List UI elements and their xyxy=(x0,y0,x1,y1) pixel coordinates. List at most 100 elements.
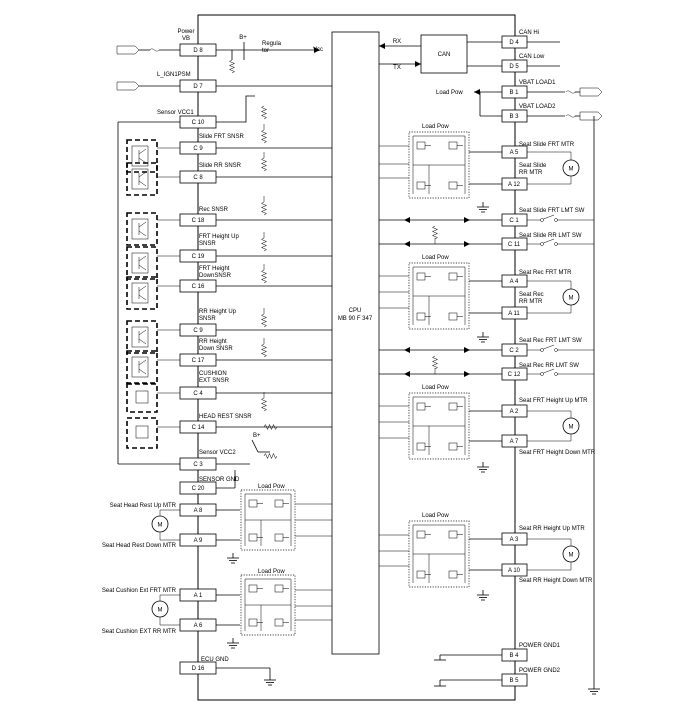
slide-frt-snsr-label: Slide FRT SNSR xyxy=(199,134,244,140)
motor-icon: M xyxy=(569,166,574,172)
motor-lead xyxy=(527,176,572,185)
arrow-left-icon xyxy=(404,347,410,353)
power-connector-icon xyxy=(116,45,140,55)
sensor-vcc1-label: Sensor VCC1 xyxy=(157,110,194,116)
pin-left-label: C 4 xyxy=(193,391,203,397)
motor-icon: M xyxy=(569,424,574,430)
fuse-icon xyxy=(565,90,576,94)
mosfet-icon xyxy=(274,618,284,627)
arrow-right-icon xyxy=(464,241,470,247)
arrow-left-icon xyxy=(404,371,410,377)
load-pow-label: Load Pow xyxy=(422,385,449,391)
vbat-load2-label: VBAT LOAD2 xyxy=(519,104,556,110)
slide-sensor-module xyxy=(126,139,158,173)
motor-icon: M xyxy=(158,522,163,528)
arrow-left-icon xyxy=(404,241,410,247)
motor-lead xyxy=(527,280,572,289)
frt-height-sensor-module xyxy=(126,276,158,310)
pin-right-label: B 5 xyxy=(509,678,519,684)
resistor-icon xyxy=(260,237,268,252)
motor-h-bridge xyxy=(408,392,470,460)
transistor-icon xyxy=(138,264,147,271)
mosfet-icon xyxy=(448,312,458,321)
slide-rr-snsr-label: Slide RR SNSR xyxy=(199,163,242,169)
resistor-icon xyxy=(263,452,278,460)
can-low-label: CAN Low xyxy=(519,54,545,60)
mosfet-icon xyxy=(448,442,458,451)
resistor-icon xyxy=(260,269,268,284)
cushion-sensor-module xyxy=(126,383,158,413)
transistor-icon xyxy=(138,180,147,187)
power-gnd2-label: POWER GND2 xyxy=(519,668,561,674)
mosfet-icon xyxy=(274,584,284,593)
transistor-icon xyxy=(138,221,147,228)
mosfet-icon xyxy=(248,618,258,627)
head-rest-snsr-label: HEAD REST SNSR xyxy=(199,414,252,420)
pin-right-label: A 5 xyxy=(510,150,519,156)
rr-height-down-mtr-label: Seat RR Height Down MTR xyxy=(519,578,593,584)
pin-right-label: A 3 xyxy=(510,537,519,543)
motor-icon: M xyxy=(569,295,574,301)
mosfet-icon xyxy=(274,499,284,508)
pin-left-label: A 1 xyxy=(194,593,203,599)
mosfet-icon xyxy=(416,312,426,321)
pin-left-label: C 18 xyxy=(192,218,205,224)
pin-left-label: A 6 xyxy=(194,623,203,629)
mosfet-icon xyxy=(448,141,458,150)
slide-frt-lmt-sw-label: Seat Slide FRT LMT SW xyxy=(519,208,585,214)
transistor-icon xyxy=(138,329,147,336)
resistor-icon xyxy=(260,343,268,358)
rec-rr-lmt-sw-label: Seat Rec RR LMT SW xyxy=(519,363,579,369)
motor-lead xyxy=(527,305,572,314)
can-label: CAN xyxy=(438,52,451,58)
rec-frt-mtr-label: Seat Rec FRT MTR xyxy=(519,270,572,276)
load-pow-label: Load Pow xyxy=(422,513,449,519)
load-pow-label: Load Pow xyxy=(422,124,449,130)
resistor-icon xyxy=(260,201,268,216)
mosfet-icon xyxy=(448,181,458,190)
slide-rr-lmt-sw-label: Seat Slide RR LMT SW xyxy=(519,233,582,239)
pin-right-label: C 12 xyxy=(508,372,521,378)
cpu-name: CPU xyxy=(349,308,362,314)
resistor-icon xyxy=(260,397,268,412)
load-pow-label: Load Pow xyxy=(436,90,463,96)
rr-height-sensor-module xyxy=(126,350,158,384)
pin-right-label: A 10 xyxy=(508,568,521,574)
slide-sensor-module xyxy=(126,162,158,196)
frt-height-sensor-module xyxy=(126,246,158,280)
resistor-icon xyxy=(260,157,268,172)
rec-rr-lmt-sw-icon xyxy=(543,368,555,374)
mosfet-icon xyxy=(448,402,458,411)
pin-left-label: C 16 xyxy=(192,284,205,290)
pin-left-label: C 9 xyxy=(193,146,203,152)
pin-right-label: A 2 xyxy=(510,409,519,415)
transistor-icon xyxy=(138,359,147,366)
mosfet-icon xyxy=(416,402,426,411)
rec-frt-lmt-sw-icon xyxy=(540,348,544,352)
rec-frt-lmt-sw-label: Seat Rec FRT LMT SW xyxy=(519,338,582,344)
rx-arrow-icon xyxy=(379,43,385,49)
mosfet-icon xyxy=(274,533,284,542)
transistor-icon xyxy=(138,368,147,375)
head-rest-down-mtr-label: Seat Head Rest Down MTR xyxy=(102,543,177,549)
pin-right-label: C 1 xyxy=(509,218,519,224)
motor-lead xyxy=(159,509,180,516)
motor-h-bridge xyxy=(408,131,470,199)
mosfet-icon xyxy=(416,181,426,190)
transistor-icon xyxy=(138,255,147,262)
rec-snsr-label: Rec SNSR xyxy=(199,207,229,213)
resistor-icon xyxy=(260,129,268,144)
pin-right-label: D 4 xyxy=(509,40,519,46)
motor-lead xyxy=(527,151,572,160)
mosfet-icon xyxy=(416,442,426,451)
b-plus-label: B+ xyxy=(253,433,261,439)
slide-rr-lmt-sw-icon xyxy=(540,242,544,246)
transistor-icon xyxy=(138,230,147,237)
